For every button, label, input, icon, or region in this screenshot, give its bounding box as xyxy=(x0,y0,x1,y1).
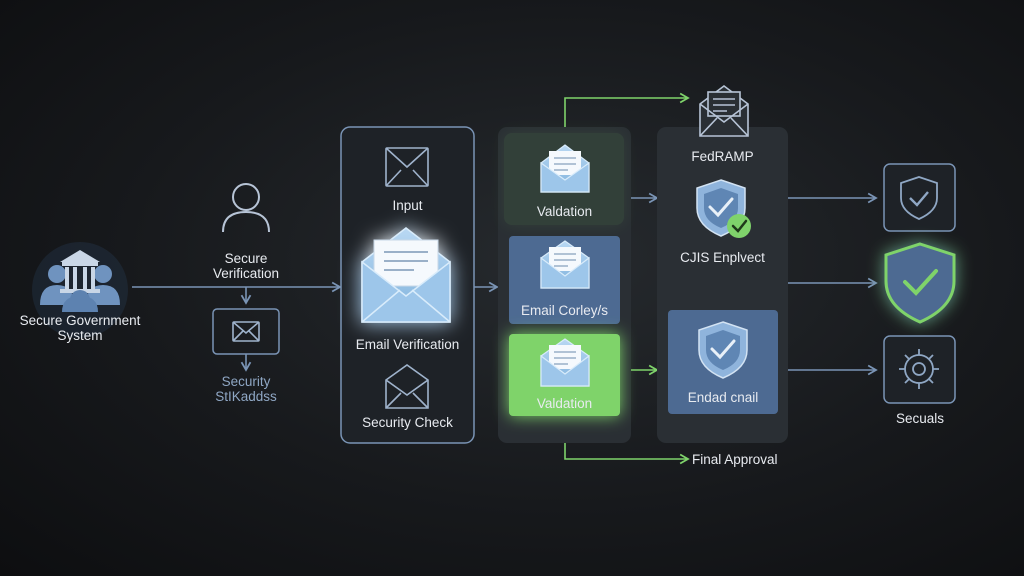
security-check-label: Security Check xyxy=(362,415,453,430)
email-verification-label: Email Verification xyxy=(355,337,460,352)
shield-check-icon xyxy=(696,179,751,238)
open-envelope-icon xyxy=(361,227,451,323)
output-box-top xyxy=(883,163,956,232)
user-label: Secure Verification xyxy=(212,251,280,281)
input-label: Input xyxy=(392,198,423,213)
security-step-label: Security StIKaddss xyxy=(215,374,277,404)
validation-top-label: Valdation xyxy=(536,204,593,219)
open-envelope-icon xyxy=(540,240,590,289)
open-envelope-icon xyxy=(699,85,749,137)
final-approval-label: Final Approval xyxy=(692,452,778,467)
output-gear-label: Secuals xyxy=(895,411,945,426)
open-envelope-icon xyxy=(540,144,590,193)
shield-check-icon xyxy=(884,242,956,324)
endad-label: Endad cnail xyxy=(687,390,759,405)
cjis-label: CJIS Enplvect xyxy=(680,250,765,265)
government-users-icon xyxy=(32,242,128,338)
envelope-icon xyxy=(385,364,429,409)
gear-icon xyxy=(899,349,939,389)
government-label: Secure Government System xyxy=(19,313,141,343)
output-box-gear xyxy=(883,335,956,404)
small-envelope-box xyxy=(212,308,280,355)
email-corleys-label: Email Corley/s xyxy=(520,303,609,318)
envelope-icon xyxy=(385,147,429,187)
envelope-icon xyxy=(232,321,260,342)
shield-check-icon xyxy=(698,321,748,379)
fedramp-label: FedRAMP xyxy=(691,149,754,164)
open-envelope-icon xyxy=(540,338,590,387)
shield-check-icon xyxy=(900,176,938,220)
validation-green-label: Valdation xyxy=(536,396,593,411)
user-icon xyxy=(222,183,270,233)
